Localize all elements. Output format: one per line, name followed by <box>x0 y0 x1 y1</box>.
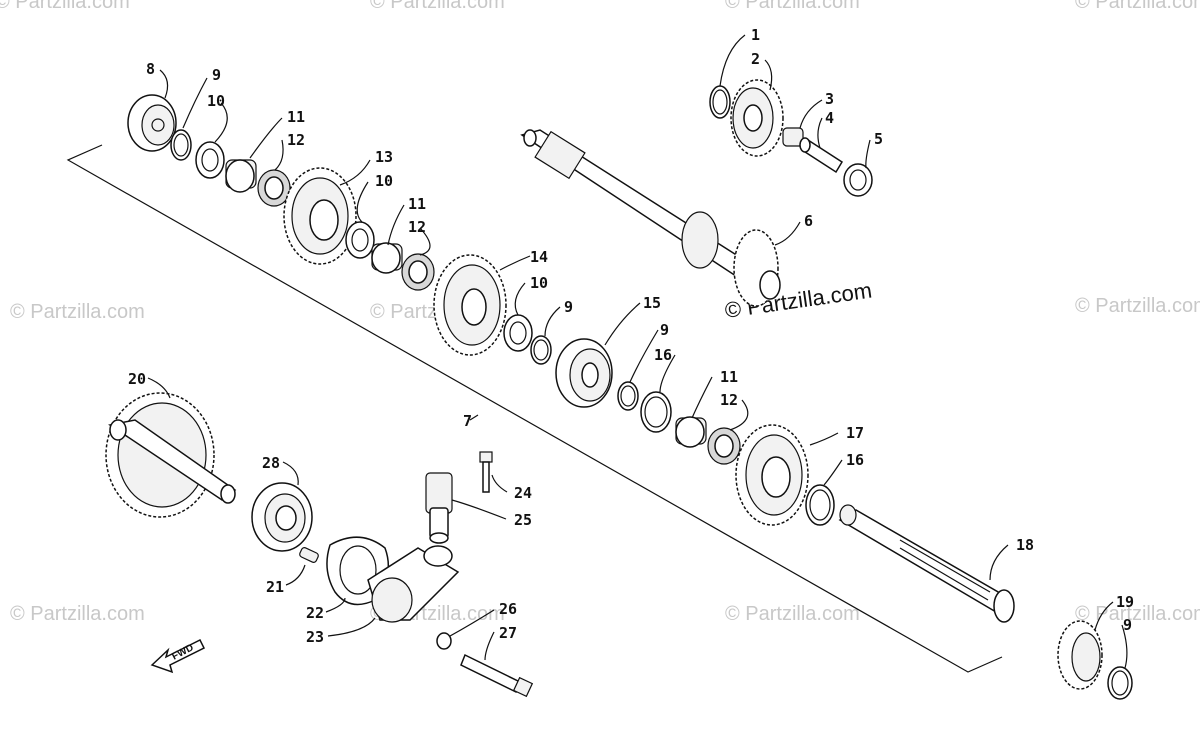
gear-17 <box>735 424 809 526</box>
bearing-5 <box>843 163 873 197</box>
bolt-24 <box>479 451 493 493</box>
callout-12: 12 <box>408 218 426 236</box>
callout-15: 15 <box>643 294 661 312</box>
watermark-text: © Partzilla.com <box>10 603 145 625</box>
watermark-text: © Partzilla.com <box>10 301 145 323</box>
washer-26 <box>436 632 452 650</box>
sensor-housing-23 <box>367 545 460 623</box>
callout-17: 17 <box>846 424 864 442</box>
callout-1: 1 <box>751 26 760 44</box>
washer-10-a <box>195 141 225 179</box>
callout-4: 4 <box>825 109 834 127</box>
snap-ring-1 <box>709 85 731 119</box>
callout-11: 11 <box>720 368 738 386</box>
snap-ring-9-a <box>170 129 192 161</box>
watermark-group: © Partzilla.com © Partzilla.com © Partzi… <box>0 0 1200 625</box>
callout-25: 25 <box>514 511 532 529</box>
assembly-outline <box>66 144 1003 673</box>
gear-13 <box>283 167 357 265</box>
callouts: 1 2 3 4 5 6 7 8 9 10 11 12 13 10 11 12 1… <box>128 26 1134 646</box>
snap-ring-9-b <box>530 335 552 365</box>
shift-dog-15 <box>555 338 613 408</box>
washer-16-b <box>805 484 835 526</box>
callout-11: 11 <box>287 108 305 126</box>
callout-10: 10 <box>530 274 548 292</box>
callout-7: 7 <box>463 412 472 430</box>
watermark-text: © Partzilla.com <box>1075 295 1200 317</box>
bearing-28 <box>251 482 313 552</box>
callout-27: 27 <box>499 624 517 642</box>
watermark-text: © Partzilla.com <box>1075 0 1200 13</box>
callout-16: 16 <box>846 451 864 469</box>
watermark-text: © Partzilla.com <box>1075 603 1200 625</box>
bushing-11-a <box>225 159 257 193</box>
callout-10: 10 <box>207 92 225 110</box>
watermark-text: © Partzilla.com <box>370 0 505 13</box>
gear-2 <box>730 79 784 157</box>
callout-22: 22 <box>306 604 324 622</box>
bolt-27 <box>460 653 534 698</box>
callout-14: 14 <box>530 248 548 266</box>
output-shaft-18 <box>838 504 1015 623</box>
speed-sensor-25 <box>425 472 453 544</box>
callout-13: 13 <box>375 148 393 166</box>
callout-9: 9 <box>660 321 669 339</box>
callout-18: 18 <box>1016 536 1034 554</box>
watermark-text: © Partzilla.com <box>0 0 130 13</box>
bushing-3 <box>782 127 804 147</box>
bushing-11-c <box>675 416 707 448</box>
callout-8: 8 <box>146 60 155 78</box>
fwd-arrow: FWD <box>150 638 206 674</box>
gear-shaft-20 <box>105 392 237 518</box>
leader-lines <box>147 34 1128 669</box>
needle-bearing-12-c <box>707 427 741 465</box>
callout-6: 6 <box>804 212 813 230</box>
callout-21: 21 <box>266 578 284 596</box>
callout-12: 12 <box>720 391 738 409</box>
callout-20: 20 <box>128 370 146 388</box>
callout-10: 10 <box>375 172 393 190</box>
callout-16: 16 <box>654 346 672 364</box>
needle-bearing-12-b <box>401 253 435 291</box>
callout-23: 23 <box>306 628 324 646</box>
dowel-pin-21 <box>299 547 319 563</box>
watermark-text: © Partzilla.com <box>725 603 860 625</box>
washer-10-b <box>345 221 375 259</box>
washer-16-a <box>640 391 672 433</box>
fwd-label: FWD <box>170 642 195 662</box>
callout-9: 9 <box>564 298 573 316</box>
callout-5: 5 <box>874 130 883 148</box>
callout-2: 2 <box>751 50 760 68</box>
callout-24: 24 <box>514 484 532 502</box>
callout-26: 26 <box>499 600 517 618</box>
washer-10-c <box>503 314 533 352</box>
callout-9: 9 <box>1123 616 1132 634</box>
snap-ring-9-d <box>1107 666 1133 700</box>
input-shaft-6 <box>520 129 781 307</box>
pin-4 <box>799 137 844 174</box>
watermark-text: © Partzilla.com <box>725 0 860 13</box>
callout-12: 12 <box>287 131 305 149</box>
callout-19: 19 <box>1116 593 1134 611</box>
callout-3: 3 <box>825 90 834 108</box>
gear-14 <box>433 254 507 356</box>
callout-9: 9 <box>212 66 221 84</box>
gear-19 <box>1057 620 1103 690</box>
callout-28: 28 <box>262 454 280 472</box>
callout-11: 11 <box>408 195 426 213</box>
bushing-11-b <box>371 242 403 274</box>
hub-8 <box>127 94 177 152</box>
snap-ring-9-c <box>617 381 639 411</box>
